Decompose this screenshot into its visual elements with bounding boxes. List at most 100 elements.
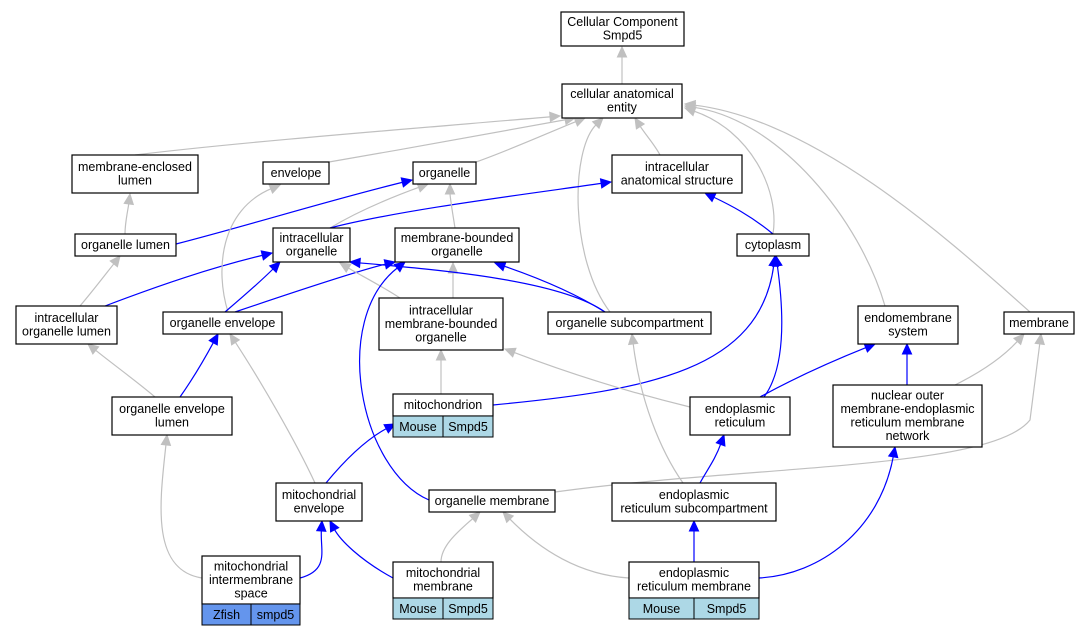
node-label: entity bbox=[607, 101, 638, 115]
node-box bbox=[611, 482, 777, 522]
node-label: reticulum bbox=[715, 416, 766, 430]
edge-line bbox=[699, 443, 722, 484]
node-mem[interactable]: membrane bbox=[1003, 311, 1075, 335]
node-label: organelle bbox=[286, 245, 337, 259]
edge-line bbox=[175, 181, 404, 245]
edge-arrowhead bbox=[447, 261, 459, 274]
edge-line bbox=[632, 342, 684, 484]
edge-line bbox=[693, 106, 886, 307]
edge-arrowhead bbox=[591, 117, 604, 130]
node-label: Smpd5 bbox=[603, 29, 643, 43]
node-label: intracellular bbox=[645, 160, 709, 174]
node-osc[interactable]: organelle subcompartment bbox=[547, 311, 712, 335]
node-ol[interactable]: organelle lumen bbox=[74, 233, 177, 257]
node-oe[interactable]: organelle envelope bbox=[162, 311, 283, 335]
edge-line bbox=[224, 267, 275, 313]
node-label: Cellular Component bbox=[567, 15, 678, 29]
edge-ersc-to-er bbox=[699, 433, 726, 484]
edge-iol-to-io bbox=[104, 250, 274, 307]
node-label: reticulum membrane bbox=[637, 580, 751, 594]
edge-line bbox=[299, 529, 323, 579]
edge-arrowhead bbox=[1012, 333, 1025, 346]
edge-oel-to-iol bbox=[87, 343, 156, 398]
edge-osc-to-cae bbox=[577, 117, 611, 313]
node-label: membrane-enclosed bbox=[78, 160, 192, 174]
edge-arrowhead bbox=[329, 519, 340, 533]
edge-arrowhead bbox=[268, 184, 282, 195]
edge-arrowhead bbox=[338, 262, 352, 274]
edge-line bbox=[503, 265, 606, 313]
edge-arrowhead bbox=[772, 254, 783, 268]
edge-mel-to-cae bbox=[134, 111, 562, 156]
edge-org-to-cae bbox=[475, 116, 587, 163]
edge-line bbox=[759, 346, 867, 398]
edge-menv-to-mito bbox=[325, 423, 397, 484]
node-label: endoplasmic bbox=[659, 566, 729, 580]
edge-om-to-mbo bbox=[359, 261, 430, 501]
edge-oe-to-io bbox=[224, 261, 281, 313]
annotation-cell bbox=[693, 597, 760, 620]
edge-line bbox=[104, 254, 264, 307]
node-label: membrane bbox=[1009, 316, 1069, 330]
edge-mbo-to-org bbox=[444, 182, 456, 229]
edge-arrowhead bbox=[123, 192, 135, 206]
edge-line bbox=[79, 262, 115, 307]
edge-arrowhead bbox=[383, 259, 397, 270]
edge-oe-to-mbo bbox=[234, 259, 397, 313]
edge-arrowhead bbox=[901, 342, 913, 355]
edge-ersc-to-osc bbox=[627, 332, 684, 484]
node-env[interactable]: envelope bbox=[262, 161, 330, 185]
node-box bbox=[857, 305, 959, 345]
edge-line bbox=[712, 196, 774, 235]
node-label: membrane-bounded bbox=[401, 231, 514, 245]
node-nom[interactable]: nuclear outermembrane-endoplasmicreticul… bbox=[832, 384, 983, 448]
node-box bbox=[394, 227, 520, 263]
node-label: envelope bbox=[271, 166, 322, 180]
edge-line bbox=[333, 528, 394, 579]
edge-line bbox=[513, 351, 691, 408]
annotation-cell-label: smpd5 bbox=[257, 608, 295, 622]
node-box bbox=[428, 489, 556, 513]
edge-arrowhead bbox=[260, 250, 274, 261]
edge-line bbox=[124, 202, 130, 235]
edge-mito-to-imbo bbox=[435, 348, 447, 394]
edge-line bbox=[234, 263, 387, 313]
node-label: mitochondrion bbox=[404, 398, 483, 412]
node-label: intermembrane bbox=[209, 573, 293, 587]
edge-erm-to-ersc bbox=[688, 519, 700, 563]
annotation-cell-label: Mouse bbox=[399, 602, 437, 616]
edge-oe-to-env bbox=[221, 184, 282, 313]
node-org[interactable]: organelle bbox=[412, 161, 477, 185]
node-label: lumen bbox=[118, 174, 152, 188]
edge-osc-to-io bbox=[348, 257, 606, 313]
edge-line bbox=[758, 455, 894, 579]
node-label: space bbox=[234, 586, 267, 600]
edge-arrowhead bbox=[502, 511, 515, 524]
edge-mem-to-cae bbox=[683, 99, 1031, 313]
node-box bbox=[272, 227, 351, 263]
node-cyto[interactable]: cytoplasm bbox=[736, 233, 810, 257]
node-om[interactable]: organelle membrane bbox=[428, 489, 556, 513]
edge-ol-to-org bbox=[175, 177, 414, 245]
node-label: endoplasmic bbox=[659, 488, 729, 502]
edge-nom-to-mem bbox=[954, 333, 1025, 386]
